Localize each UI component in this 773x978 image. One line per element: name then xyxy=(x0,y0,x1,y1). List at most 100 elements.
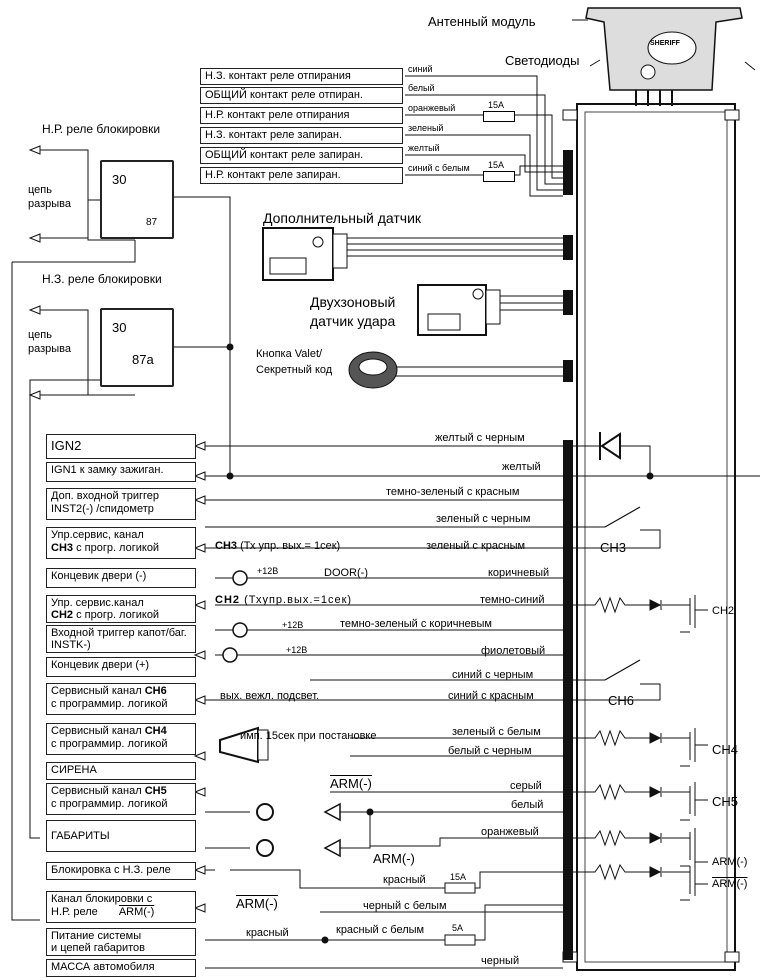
parking-lights-label: ГАБАРИТЫ xyxy=(46,820,196,852)
unlock-no-label: Н.Р. контакт реле отпирания xyxy=(200,107,403,124)
ch4-label-b: CH4 xyxy=(144,725,167,737)
fuse-unlock xyxy=(483,111,515,122)
wire-brown: коричневый xyxy=(488,567,550,579)
ch5-label: Сервисный канал CH5 с программир. логико… xyxy=(46,783,196,815)
sensor-wires xyxy=(345,237,563,377)
interior-light-note: вых. вежл. подсвет. xyxy=(220,690,320,702)
wire-yellow-black: желтый с черным xyxy=(435,432,525,444)
wire-darkblue: темно-синий xyxy=(480,594,545,606)
unlock-common-label: ОБЩИЙ контакт реле отпиран. xyxy=(200,87,403,104)
arm-minus-siren: ARM(-) xyxy=(330,776,372,791)
ch6-label-c: с программир. логикой xyxy=(51,698,168,710)
nr-pin87: 87 xyxy=(146,217,158,228)
lower-fuses xyxy=(444,882,476,946)
lock-common-label: ОБЩИЙ контакт реле запиран. xyxy=(200,147,403,164)
nr-circuit-break: цепь разрыва xyxy=(28,184,72,210)
fuse-lock-label: 15А xyxy=(488,160,505,170)
switches xyxy=(604,506,641,681)
ch6-label: Сервисный канал CH6 с программир. логико… xyxy=(46,683,196,715)
extra-sensor-device xyxy=(262,227,348,281)
ch3-note-a: CH3 xyxy=(215,540,238,552)
out-ch2: CH2 xyxy=(712,605,735,617)
ch3-label: Упр.сервис, канал CH3 с прогр. логикой xyxy=(46,527,196,559)
ign1-label: IGN1 к замку зажиган. xyxy=(46,462,196,482)
ch6-label-b: CH6 xyxy=(144,685,167,697)
fuse5-label: 5А xyxy=(452,923,464,933)
ign-diode xyxy=(599,432,621,460)
arm-minus-block: ARM(-) xyxy=(236,896,278,911)
nz-pin30: 30 xyxy=(112,320,127,335)
plus12-hood: +12В xyxy=(282,620,304,630)
wire-orange-arm: оранжевый xyxy=(481,826,539,838)
plus12-doorplus: +12В xyxy=(286,645,308,655)
wire-green-white: зеленый с белым xyxy=(452,726,541,738)
lamps xyxy=(222,570,341,858)
ch5-label-a: Сервисный канал xyxy=(51,785,145,797)
shock-sensor-label-2: датчик удара xyxy=(310,313,396,329)
ch3-note: CH3 (Тх упр. вых.= 1сек) xyxy=(215,540,340,552)
trigger-inst2-label: Доп. входной триггер INST2(-) /спидометр xyxy=(46,488,196,520)
lock-no-label: Н.Р. контакт реле запиран. xyxy=(200,167,403,184)
block-channel-a: Канал блокировки с xyxy=(51,893,153,905)
wire-darkgreen-brown: темно-зеленый с коричневым xyxy=(340,618,492,630)
ch2-label-a: Упр. сервис.канал xyxy=(51,597,144,609)
out-ch4: CH4 xyxy=(712,742,739,757)
nz-relay: 30 87a xyxy=(100,308,174,387)
door-minus-tag: DOOR(-) xyxy=(324,567,368,579)
leds-label: Светодиоды xyxy=(505,53,580,68)
ign2-label: IGN2 xyxy=(46,434,196,459)
fuse15-label: 15А xyxy=(450,872,467,882)
lock-wires xyxy=(405,75,563,197)
wire-blue-black: синий с черным xyxy=(452,669,534,681)
block-channel-b: Н.Р. реле xyxy=(51,906,98,918)
ground-label: МАССА автомобиля xyxy=(46,959,196,977)
siren-label: СИРЕНА xyxy=(46,762,196,780)
power-label-a: Питание системы xyxy=(51,930,142,942)
unlock-nc-label: Н.З. контакт реле отпирания xyxy=(200,68,403,85)
output-stages xyxy=(573,595,708,901)
ch2-label: Упр. сервис.канал CH2 с прогр. логикой xyxy=(46,595,196,623)
fuse-lock xyxy=(483,171,515,182)
wire-black-white: черный с белым xyxy=(363,900,447,912)
ch3-note-b: (Тх упр. вых.= 1сек) xyxy=(237,540,341,552)
nr-relay-title: Н.Р. реле блокировки xyxy=(42,122,161,136)
signal-wires xyxy=(205,343,760,969)
siren-device xyxy=(219,726,269,764)
nz-circuit-break: цепь разрыва xyxy=(28,329,72,355)
door-minus-label: Концевик двери (-) xyxy=(46,568,196,588)
control-unit xyxy=(562,103,740,971)
ch3-label-b: CH3 xyxy=(51,542,74,554)
valet-label-2: Секретный код xyxy=(256,364,333,376)
wire-yellow-ign: желтый xyxy=(502,461,541,473)
valet-label-1: Кнопка Valet/ xyxy=(256,348,323,360)
wire-white-ch5: белый xyxy=(511,799,544,811)
ch4-label-a: Сервисный канал xyxy=(51,725,145,737)
shock-sensor-label-1: Двухзоновый xyxy=(310,294,396,310)
wire-white-black: белый с черным xyxy=(448,745,532,757)
nz-pin87a: 87a xyxy=(132,352,154,367)
antenna-module-label: Антенный модуль xyxy=(428,14,536,29)
trigger-hood-label: Входной триггер капот/баг. INSTK-) xyxy=(46,625,196,653)
nz-block-label: Блокировка с Н.З. реле xyxy=(46,862,196,880)
brand-logo: SHERIFF xyxy=(650,40,680,47)
wire-black: черный xyxy=(481,955,520,967)
wire-gray: серый xyxy=(510,780,542,792)
ch2-note-a: CH2 xyxy=(215,594,241,606)
out-ch5: CH5 xyxy=(712,794,739,809)
ch2-label-b: CH2 xyxy=(51,609,74,621)
door-plus-label: Концевик двери (+) xyxy=(46,657,196,677)
nz-relay-title: Н.З. реле блокировки xyxy=(42,272,162,286)
wire-blue-white: синий с белым xyxy=(408,163,470,173)
ch3-label-a: Упр.сервис, канал xyxy=(51,529,144,541)
wire-red-power: красный xyxy=(246,927,289,939)
wire-blue-red: синий с красным xyxy=(448,690,534,702)
arrow-heads xyxy=(28,145,206,913)
wire-red-white: красный с белым xyxy=(336,924,425,936)
ch2-note-b: (Тхупр.вых.=1сек) xyxy=(240,594,353,606)
extra-sensor-label: Дополнительный датчик xyxy=(263,210,422,226)
wire-blue: синий xyxy=(408,64,433,74)
wire-yellow: желтый xyxy=(408,143,440,153)
valet-button-device xyxy=(348,351,398,389)
power-label-b: и цепей габаритов xyxy=(51,942,145,954)
